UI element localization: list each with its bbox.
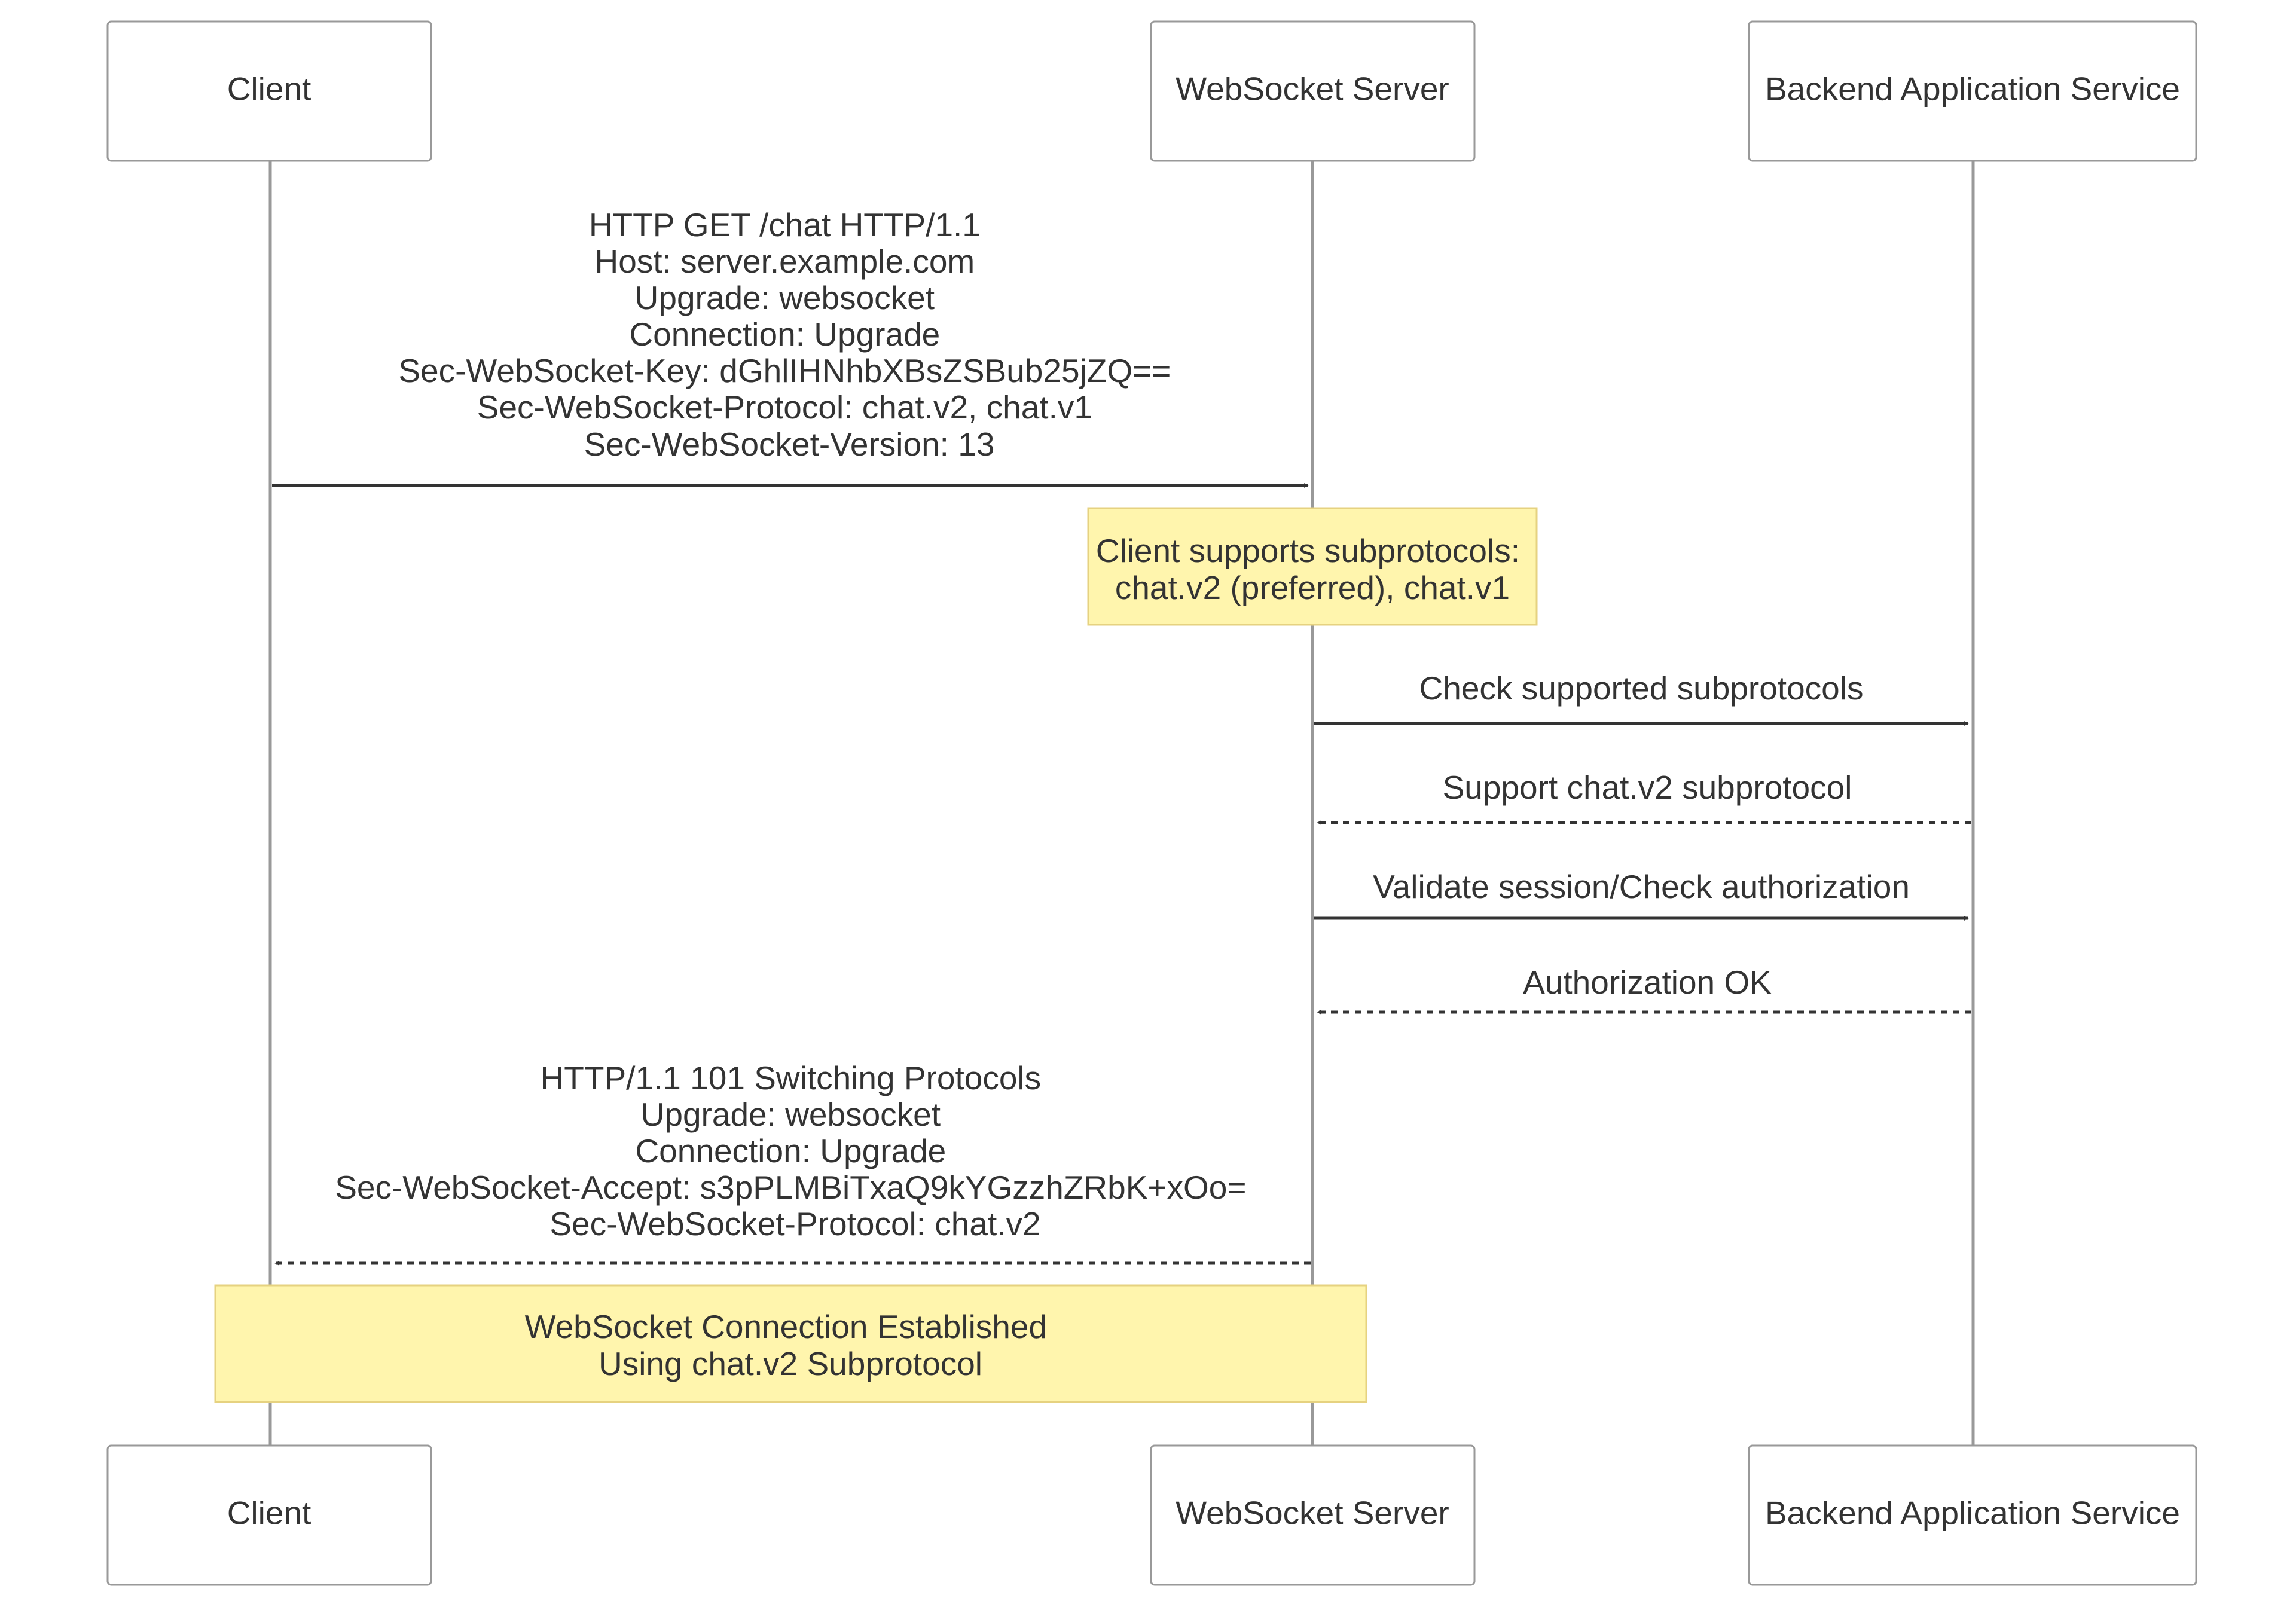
actor-label: WebSocket Server — [1176, 1495, 1449, 1532]
message-http-get-request: HTTP GET /chat HTTP/1.1 Host: server.exa… — [272, 206, 1309, 488]
actor-client-bottom: Client — [106, 1444, 432, 1586]
message-label-line: Sec-WebSocket-Version: 13 — [584, 426, 995, 463]
message-label-line: Sec-WebSocket-Protocol: chat.v2 — [549, 1205, 1040, 1242]
actor-label: Backend Application Service — [1765, 1495, 2180, 1532]
message-label-line: Connection: Upgrade — [635, 1132, 946, 1169]
message-label-line: Sec-WebSocket-Protocol: chat.v2, chat.v1 — [477, 389, 1092, 426]
message-label-line: Upgrade: websocket — [641, 1096, 941, 1133]
actor-backend-bottom: Backend Application Service — [1748, 1444, 2197, 1586]
note-client-subprotocols: Client supports subprotocols: chat.v2 (p… — [1087, 507, 1538, 626]
actor-label: WebSocket Server — [1176, 71, 1449, 108]
actor-label: Backend Application Service — [1765, 71, 2180, 108]
message-label-line: Validate session/Check authorization — [1373, 868, 1910, 905]
actor-label: Client — [227, 1495, 312, 1532]
message-validate-session: Validate session/Check authorization — [1314, 868, 1969, 921]
message-support-chat-v2: Support chat.v2 subprotocol — [1317, 769, 1971, 825]
actor-backend-top: Backend Application Service — [1748, 20, 2197, 162]
message-label-line: Host: server.example.com — [594, 243, 975, 280]
message-label-line: Upgrade: websocket — [635, 279, 935, 316]
message-switching-protocols-response: HTTP/1.1 101 Switching Protocols Upgrade… — [274, 1059, 1311, 1266]
svg-text:HTTP GET /chat HTTP/1.1: HTTP GET /chat HTTP/1.1 Host: server.exa… — [398, 206, 1180, 463]
message-label-line: Authorization OK — [1523, 964, 1772, 1001]
svg-text:WebSocket Connection Establish: WebSocket Connection Established Using c… — [525, 1308, 1057, 1382]
message-label-line: Connection: Upgrade — [629, 316, 940, 353]
message-label-line: HTTP GET /chat HTTP/1.1 — [589, 206, 981, 243]
note-connection-established: WebSocket Connection Established Using c… — [214, 1284, 1367, 1403]
message-label-line: Check supported subprotocols — [1419, 670, 1864, 707]
message-check-subprotocols: Check supported subprotocols — [1314, 670, 1969, 726]
message-label-line: Sec-WebSocket-Accept: s3pPLMBiTxaQ9kYGzz… — [335, 1169, 1246, 1206]
note-line: WebSocket Connection Established — [525, 1308, 1047, 1345]
message-label-line: HTTP/1.1 101 Switching Protocols — [541, 1059, 1042, 1096]
actor-label: Client — [227, 71, 312, 108]
message-authorization-ok: Authorization OK — [1317, 964, 1971, 1015]
svg-text:Client supports subprotocols:: Client supports subprotocols: chat.v2 (p… — [1096, 532, 1529, 606]
message-label-line: Sec-WebSocket-Key: dGhlIHNhbXBsZSBub25jZ… — [398, 352, 1171, 389]
note-line: chat.v2 (preferred), chat.v1 — [1115, 569, 1510, 606]
message-label-line: Support chat.v2 subprotocol — [1443, 769, 1852, 806]
svg-text:HTTP/1.1 101 Switching Protoco: HTTP/1.1 101 Switching Protocols Upgrade… — [335, 1059, 1256, 1242]
actor-server-top: WebSocket Server — [1150, 20, 1476, 162]
actor-server-bottom: WebSocket Server — [1150, 1444, 1476, 1586]
note-line: Using chat.v2 Subprotocol — [599, 1345, 982, 1382]
actor-client-top: Client — [106, 20, 432, 162]
note-line: Client supports subprotocols: — [1096, 532, 1520, 569]
